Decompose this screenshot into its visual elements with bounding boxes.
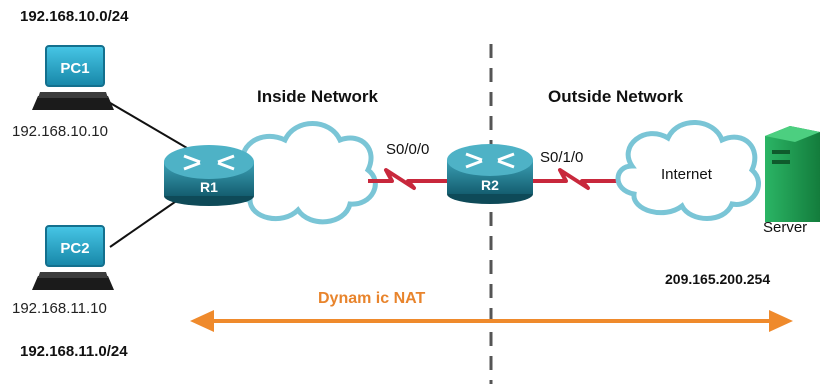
pc1-ip-label: 192.168.10.10 [12, 123, 108, 140]
lan2-network-label: 192.168.11.0/24 [20, 343, 128, 360]
pc2-icon [32, 225, 114, 290]
inside-network-label: Inside Network [257, 87, 378, 106]
server-ip-label: 209.165.200.254 [665, 271, 771, 287]
outside-network-label: Outside Network [548, 87, 684, 106]
nat-arrow [190, 310, 793, 332]
r1-label: R1 [200, 179, 218, 195]
pc2-ip-label: 192.168.11.10 [12, 300, 107, 317]
inside-cloud [228, 121, 378, 225]
pc1-label: PC1 [60, 60, 89, 77]
router-r2-icon [447, 144, 533, 204]
interface-s010-label: S0/1/0 [540, 149, 584, 166]
interface-s000-label: S0/0/0 [386, 141, 430, 158]
server-label: Server [763, 219, 808, 236]
link-pc1-r1 [99, 96, 188, 149]
dynamic-nat-label: Dynam ic NAT [318, 290, 426, 307]
pc2-label: PC2 [60, 240, 89, 257]
server-icon [765, 126, 820, 222]
serial-link-inside [368, 168, 450, 190]
pc1-icon [32, 45, 114, 110]
lan1-network-label: 192.168.10.0/24 [20, 8, 129, 25]
router-r1-icon [164, 145, 254, 206]
r2-label: R2 [481, 177, 499, 193]
internet-label: Internet [661, 166, 712, 183]
serial-link-outside [530, 168, 618, 190]
internet-cloud [615, 120, 761, 221]
link-pc2-r1 [109, 194, 186, 248]
